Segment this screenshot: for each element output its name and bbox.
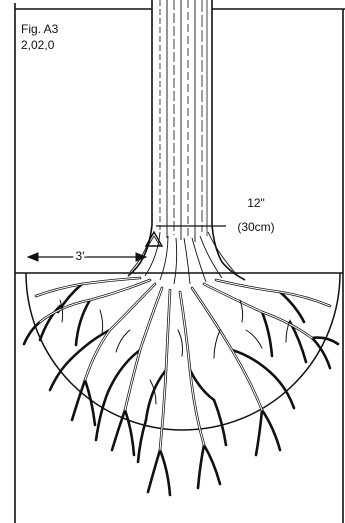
tree-trunk bbox=[128, 0, 245, 280]
root-flare bbox=[130, 228, 238, 284]
figure-title: Fig. A3 bbox=[21, 22, 59, 36]
width-dimension-arrow bbox=[28, 253, 146, 261]
width-dimension-label: 3' bbox=[76, 249, 85, 263]
frame bbox=[15, 3, 345, 523]
height-dimension-imperial: 12" bbox=[247, 196, 265, 210]
height-dimension-metric: (30cm) bbox=[237, 220, 274, 234]
figure-code: 2,02,0 bbox=[21, 38, 55, 52]
